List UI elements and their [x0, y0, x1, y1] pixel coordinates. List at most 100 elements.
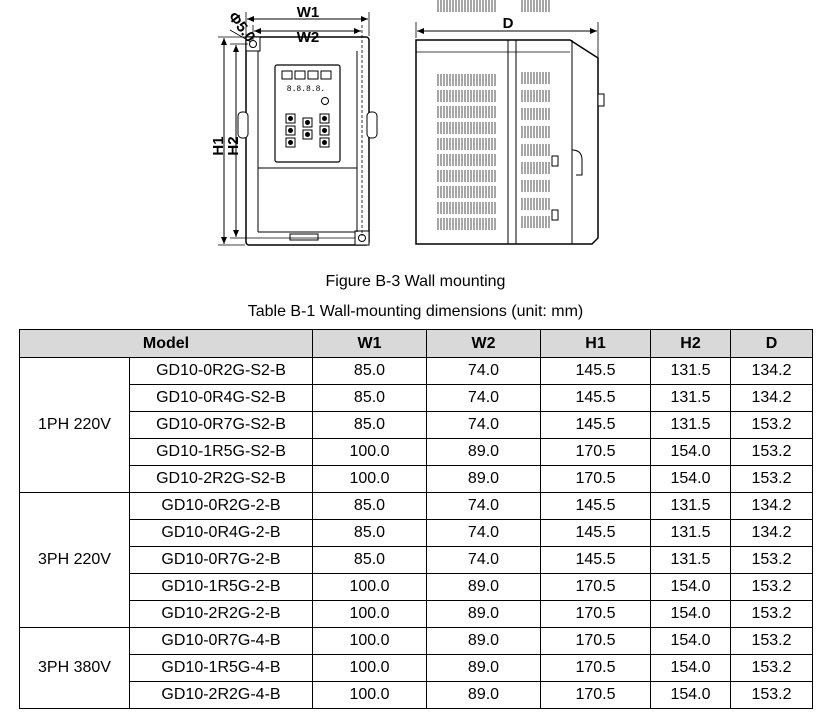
w2-cell: 89.0: [426, 654, 541, 682]
h2-cell: 154.0: [650, 600, 731, 628]
header-h2: H2: [650, 329, 731, 358]
d-label: D: [503, 15, 514, 32]
h1-cell: 145.5: [540, 384, 651, 412]
model-cell: GD10-2R2G-4-B: [129, 681, 313, 709]
h1-cell: 145.5: [540, 492, 651, 520]
header-h1: H1: [540, 329, 651, 358]
h1-cell: 170.5: [540, 465, 651, 493]
w1-cell: 85.0: [312, 519, 427, 547]
side-view: D: [415, 0, 605, 245]
d-cell: 134.2: [730, 357, 813, 385]
w1-cell: 85.0: [312, 357, 427, 385]
d-cell: 153.2: [730, 681, 813, 709]
h1-cell: 170.5: [540, 600, 651, 628]
h1-cell: 170.5: [540, 654, 651, 682]
model-cell: GD10-0R4G-S2-B: [129, 384, 313, 412]
h1-cell: 145.5: [540, 519, 651, 547]
h2-cell: 131.5: [650, 384, 731, 412]
model-cell: GD10-0R2G-2-B: [129, 492, 313, 520]
h1-label: H1: [210, 136, 227, 155]
w2-cell: 89.0: [426, 600, 541, 628]
d-cell: 134.2: [730, 384, 813, 412]
h2-cell: 131.5: [650, 357, 731, 385]
d-cell: 134.2: [730, 519, 813, 547]
h2-cell: 154.0: [650, 627, 731, 655]
model-cell: GD10-0R7G-S2-B: [129, 411, 313, 439]
w1-cell: 85.0: [312, 384, 427, 412]
w1-label: W1: [297, 4, 320, 21]
model-cell: GD10-0R2G-S2-B: [129, 357, 313, 385]
h2-cell: 154.0: [650, 681, 731, 709]
w2-cell: 89.0: [426, 573, 541, 601]
header-w2: W2: [426, 329, 541, 358]
model-cell: GD10-0R4G-2-B: [129, 519, 313, 547]
h1-cell: 170.5: [540, 627, 651, 655]
d-cell: 153.2: [730, 627, 813, 655]
voltage-group-label: 3PH 380V: [19, 627, 130, 709]
w1-cell: 85.0: [312, 411, 427, 439]
h2-cell: 154.0: [650, 654, 731, 682]
d-cell: 153.2: [730, 600, 813, 628]
w1-cell: 85.0: [312, 546, 427, 574]
keypad-display-text: 8.8.8.8.: [287, 85, 325, 94]
model-cell: GD10-0R7G-2-B: [129, 546, 313, 574]
h2-cell: 131.5: [650, 411, 731, 439]
h1-cell: 170.5: [540, 681, 651, 709]
model-cell: GD10-2R2G-2-B: [129, 600, 313, 628]
front-view: 8.8.8.8. W1 W2: [210, 4, 378, 246]
model-cell: GD10-1R5G-2-B: [129, 573, 313, 601]
d-cell: 153.2: [730, 411, 813, 439]
header-model: Model: [19, 329, 313, 358]
w2-cell: 74.0: [426, 519, 541, 547]
h2-cell: 154.0: [650, 438, 731, 466]
w1-cell: 100.0: [312, 681, 427, 709]
w2-label: W2: [297, 29, 320, 46]
header-d: D: [730, 329, 813, 358]
w2-cell: 74.0: [426, 384, 541, 412]
keypad-display: 8.8.8.8.: [281, 70, 332, 105]
header-w1: W1: [312, 329, 427, 358]
h1-cell: 170.5: [540, 573, 651, 601]
d-cell: 153.2: [730, 438, 813, 466]
w2-cell: 74.0: [426, 546, 541, 574]
d-cell: 153.2: [730, 573, 813, 601]
w2-cell: 74.0: [426, 357, 541, 385]
w2-cell: 89.0: [426, 438, 541, 466]
wall-mounting-drawing: 8.8.8.8. W1 W2: [210, 0, 605, 246]
h1-cell: 145.5: [540, 411, 651, 439]
w2-cell: 74.0: [426, 411, 541, 439]
w2-cell: 89.0: [426, 681, 541, 709]
w1-cell: 100.0: [312, 654, 427, 682]
keypad-buttons: [285, 113, 330, 148]
w1-cell: 100.0: [312, 465, 427, 493]
voltage-group-label: 3PH 220V: [19, 492, 130, 628]
h2-cell: 154.0: [650, 465, 731, 493]
table-header-row: Model W1 W2 H1 H2 D: [19, 329, 813, 358]
d-cell: 134.2: [730, 492, 813, 520]
voltage-group-label: 1PH 220V: [19, 357, 130, 493]
d-cell: 153.2: [730, 654, 813, 682]
wall-mounting-figure: 8.8.8.8. W1 W2: [200, 0, 620, 262]
w2-cell: 89.0: [426, 465, 541, 493]
d-cell: 153.2: [730, 465, 813, 493]
h2-cell: 131.5: [650, 519, 731, 547]
h1-cell: 170.5: [540, 438, 651, 466]
h2-cell: 154.0: [650, 573, 731, 601]
w1-cell: 85.0: [312, 492, 427, 520]
h2-cell: 131.5: [650, 546, 731, 574]
w1-cell: 100.0: [312, 600, 427, 628]
vent-slots-right: [521, 0, 550, 229]
model-cell: GD10-1R5G-4-B: [129, 654, 313, 682]
